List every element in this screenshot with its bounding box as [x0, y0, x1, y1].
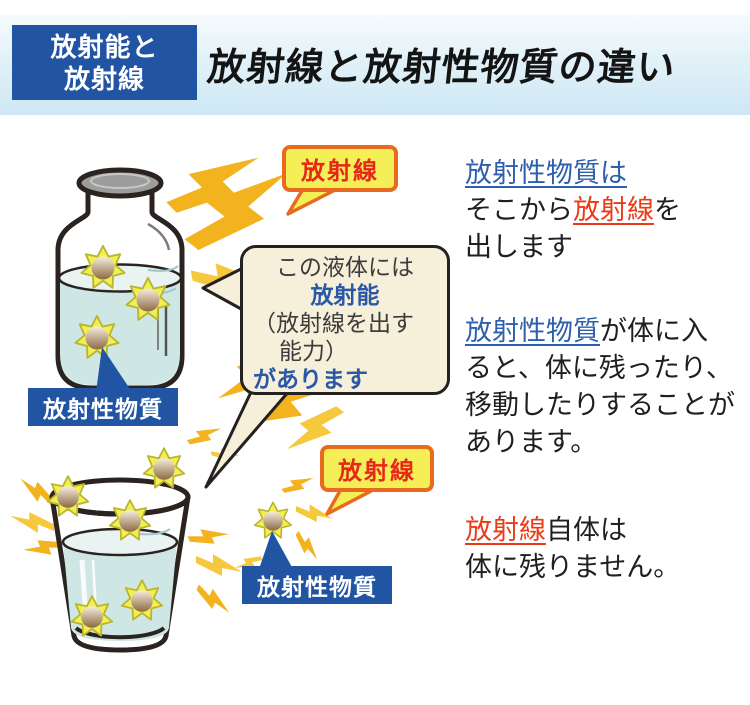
bubble-line: （放射線を出す	[253, 310, 414, 336]
body-text-body-intake: 放射性物質が体に入 ると、体に残ったり、 移動したりすることが あります。	[465, 313, 750, 461]
text-line: ると、体に残ったり、	[465, 353, 733, 383]
radiation-bolt-icon	[196, 554, 242, 576]
radioactive-callout-bottom-tail	[259, 531, 293, 569]
topic-badge-line1: 放射能と	[50, 31, 159, 62]
radiation-callout-top-tail	[286, 187, 339, 216]
bottle-illustration	[55, 167, 185, 391]
radioactive-material-callout-bottom: 放射性物質	[242, 566, 392, 604]
text-line: 放射性物質が体に入	[465, 316, 708, 346]
body-text-emission: 放射性物質は そこから放射線を 出します	[465, 155, 750, 266]
radiation-bolt-icon	[185, 417, 224, 452]
text-line: そこから放射線を	[465, 195, 681, 225]
bubble-line: 能力）	[279, 338, 348, 364]
body-text-radiation-itself: 放射線自体は 体に残りません。	[465, 512, 750, 586]
text-line: 放射性物質は	[465, 158, 627, 188]
bubble-line-exists: があります	[253, 366, 368, 392]
text-line: 移動したりすることが	[465, 390, 735, 420]
speech-bubble-bottom-tail	[204, 388, 292, 489]
activity-speech-bubble: この液体には 放射能 （放射線を出す 能力） があります	[240, 245, 450, 395]
topic-badge-line2: 放射線	[63, 63, 145, 94]
text-line: 体に残りません。	[465, 552, 681, 582]
radioactive-particle-icon	[253, 501, 293, 539]
radiation-callout-top: 放射線	[282, 145, 398, 192]
bubble-line-radioactivity: 放射能	[310, 282, 380, 308]
text-line: 放射線自体は	[465, 515, 627, 545]
radiation-bolt-icon	[280, 468, 316, 500]
bubble-line: この液体には	[276, 254, 414, 280]
radiation-callout-bottom: 放射線	[320, 445, 434, 492]
radiation-callout-bottom-tail	[325, 487, 377, 516]
glass-illustration	[46, 447, 191, 653]
radiation-bolt-icon	[192, 582, 236, 616]
radiation-bolt-icon	[186, 520, 231, 552]
radiation-bolt-icon	[290, 529, 325, 562]
text-line: 出します	[465, 232, 573, 262]
radioactive-callout-top-tail	[96, 347, 132, 392]
radiation-bolt-icon	[10, 512, 55, 533]
topic-badge: 放射能と 放射線	[12, 25, 197, 100]
text-line: あります。	[465, 427, 598, 457]
radioactive-material-callout-top: 放射性物質	[28, 388, 178, 426]
